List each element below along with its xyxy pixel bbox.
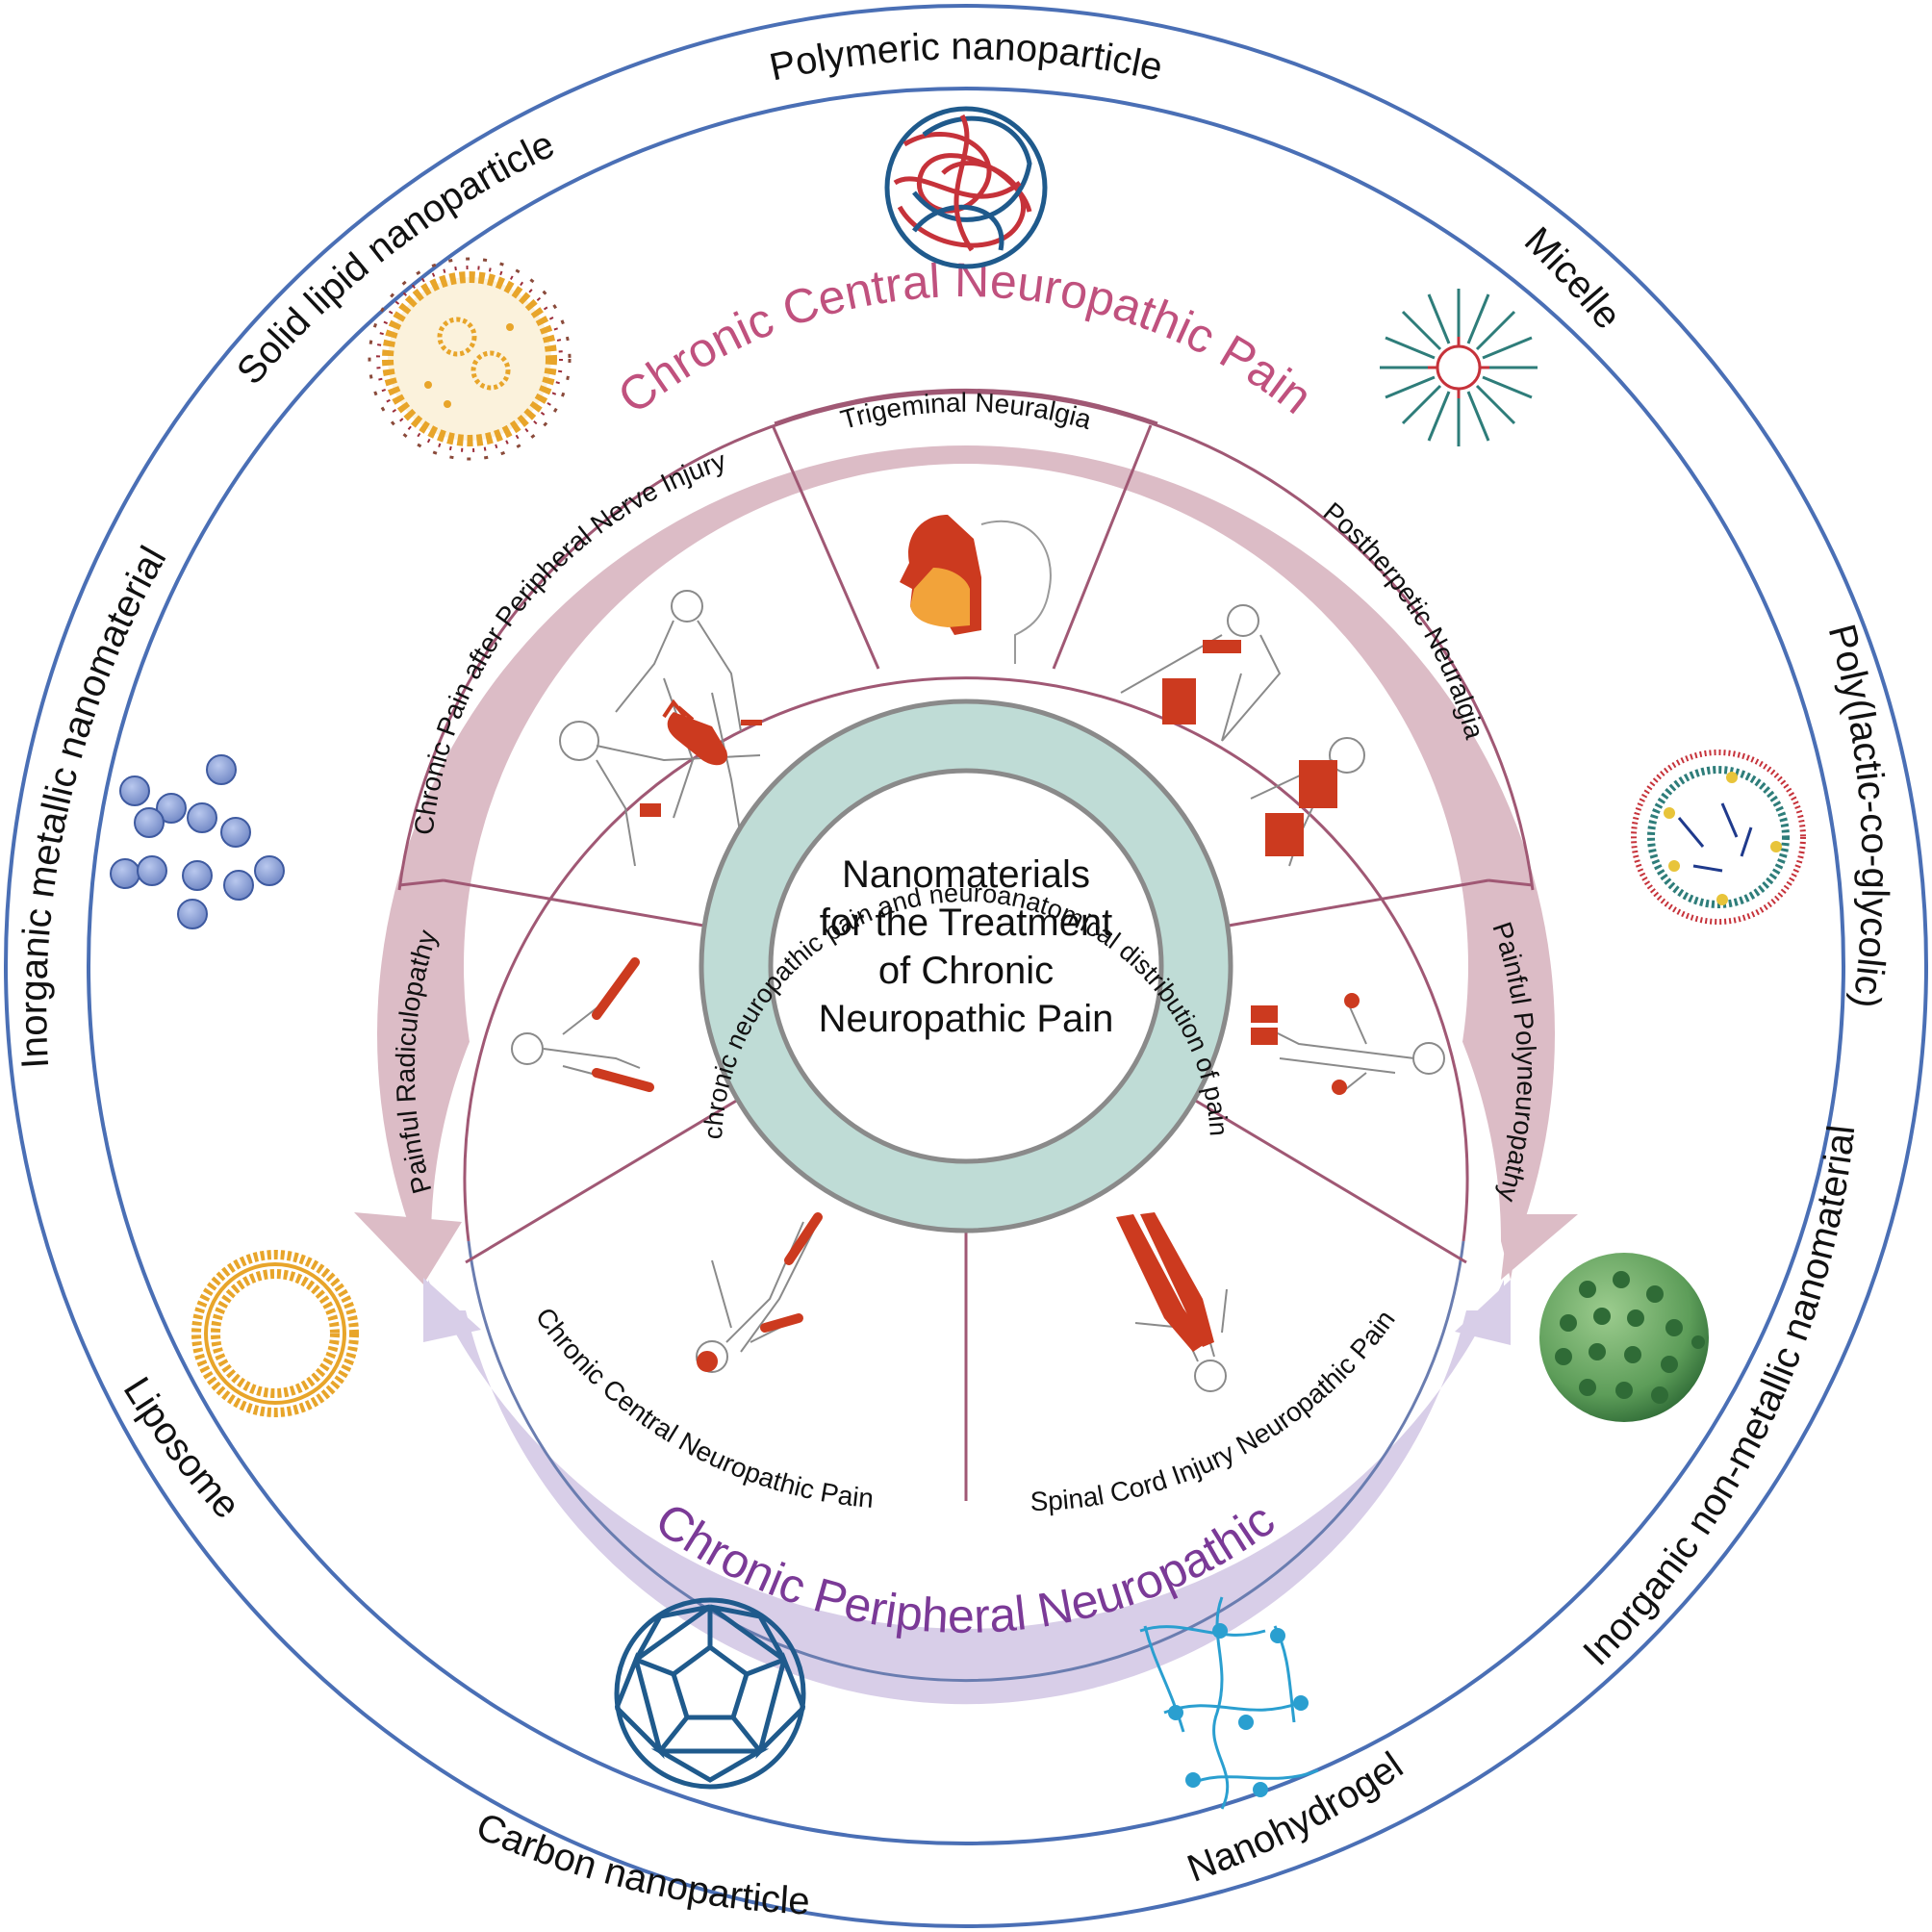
metallic-particles-icon xyxy=(110,754,285,929)
plga-nanoparticle-icon xyxy=(1631,750,1806,925)
postherpetic-pain-areas xyxy=(1162,640,1337,856)
solid-lipid-nanoparticle-icon xyxy=(368,257,572,461)
label-polymeric-nanoparticle: Polymeric nanoparticle xyxy=(766,25,1166,89)
liposome-icon xyxy=(191,1250,359,1417)
center-title-line-1: Nanomaterials xyxy=(842,853,1090,896)
peripheral-pain-arrow xyxy=(428,1280,1504,1705)
peripheral-injury-figure-icon xyxy=(559,590,761,867)
sector-wheel-peripheral-rim xyxy=(467,1240,1465,1683)
sector-divider-1 xyxy=(443,424,1489,1501)
peripheral-arrowhead-left xyxy=(423,1278,481,1342)
sector-label-trigeminal: Trigeminal Neuralgia xyxy=(837,388,1095,435)
trigeminal-head-icon xyxy=(900,515,1052,664)
center-title-line-2: for the Treatment xyxy=(820,902,1113,944)
nonmetallic-sphere-icon xyxy=(1539,1253,1709,1422)
micelle-icon xyxy=(1380,289,1538,446)
central-pain-figure-icon xyxy=(696,1221,819,1373)
radiculopathy-pain-areas xyxy=(592,957,654,1092)
outer-ring-border xyxy=(4,4,1928,1928)
central-arrowhead-right xyxy=(1501,1214,1578,1280)
label-micelle: Micelle xyxy=(1516,219,1629,337)
spinal-injury-pain-areas xyxy=(1116,1212,1214,1352)
central-arrowhead-left xyxy=(354,1212,462,1284)
sector-top-cap xyxy=(774,389,1158,425)
sector-wheel-central-rim xyxy=(463,676,1469,1242)
polyneuropathy-figure-icon xyxy=(1269,1000,1445,1093)
central-pain-areas xyxy=(697,1212,823,1372)
polyneuropathy-pain-areas xyxy=(1251,993,1360,1095)
label-carbon-nanoparticle: Carbon nanoparticle xyxy=(470,1805,811,1923)
center-title-line-4: Neuropathic Pain xyxy=(819,998,1114,1040)
fullerene-icon xyxy=(614,1597,806,1790)
polymeric-nanoparticle-icon xyxy=(884,106,1048,269)
sector-left-cap xyxy=(398,878,445,887)
sector-right-cap xyxy=(1487,878,1534,887)
sector-wheel-top-rim xyxy=(397,391,1535,891)
label-inorganic-metallic: Inorganic metallic nanomaterial xyxy=(13,540,174,1070)
peripheral-injury-pain-areas xyxy=(640,699,762,817)
inner-ring-border xyxy=(87,87,1845,1845)
center-disc xyxy=(768,768,1164,1164)
nanohydrogel-network-icon xyxy=(1139,1596,1319,1810)
peripheral-arrowhead-right xyxy=(1455,1280,1511,1345)
center-title-line-3: of Chronic xyxy=(878,950,1054,992)
